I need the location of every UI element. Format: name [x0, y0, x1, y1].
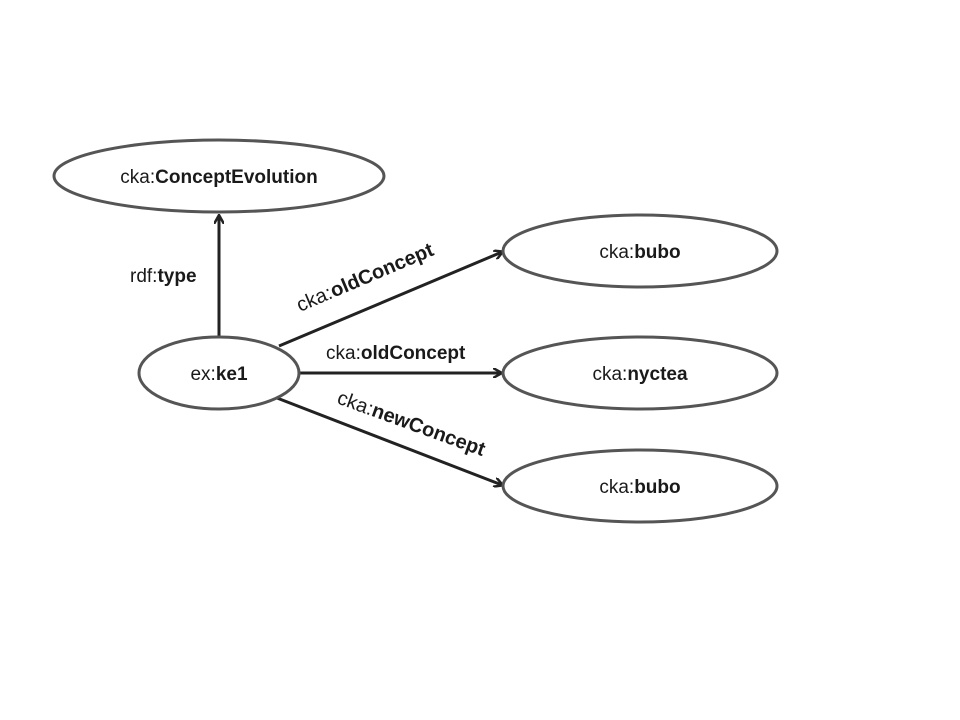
node-bubo-old: cka:bubo [501, 213, 779, 289]
node-bubo-new: cka:bubo [501, 448, 779, 524]
edge-old-concept-bubo-line [278, 252, 502, 348]
edge-old-concept-bubo: cka:oldConcept [278, 239, 502, 348]
node-bubo-new-label: cka:bubo [599, 477, 680, 498]
edge-type-label: rdf:type [130, 266, 197, 287]
edge-new-concept: cka:newConcept [276, 387, 502, 485]
edge-new-concept-line [276, 396, 502, 485]
node-ke1: ex:ke1 [137, 335, 301, 411]
node-concept-evolution-label: cka:ConceptEvolution [120, 167, 317, 188]
edge-type: rdf:type [130, 216, 219, 338]
node-bubo-old-label: cka:bubo [599, 242, 680, 263]
node-bubo-new-shape [501, 448, 779, 524]
edge-old-concept-nyctea: cka:oldConcept [300, 343, 501, 373]
node-bubo-old-shape [501, 213, 779, 289]
node-concept-evolution: cka:ConceptEvolution [52, 138, 386, 214]
node-nyctea-label: cka:nyctea [592, 364, 687, 385]
node-ke1-shape [137, 335, 301, 411]
node-ke1-label: ex:ke1 [190, 364, 247, 385]
edge-old-concept-nyctea-label: cka:oldConcept [326, 343, 466, 364]
edge-old-concept-bubo-label: cka:oldConcept [293, 239, 437, 317]
node-nyctea: cka:nyctea [501, 335, 779, 411]
node-nyctea-shape [501, 335, 779, 411]
node-concept-evolution-shape [52, 138, 386, 214]
